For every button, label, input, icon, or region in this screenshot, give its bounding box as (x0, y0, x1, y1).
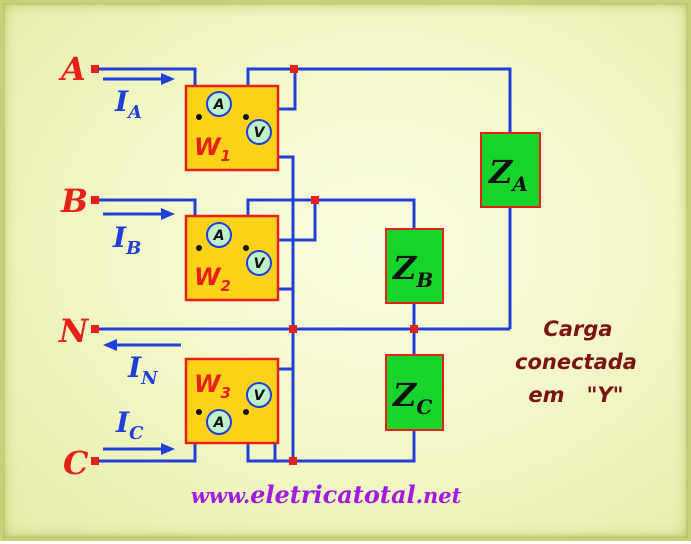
svg-text:V: V (254, 388, 266, 404)
wattmeter-w2: A V W2 (184, 214, 280, 302)
ammeter-icon (206, 222, 232, 248)
caption-line-1: Carga (543, 317, 612, 341)
svg-text:A: A (213, 415, 225, 431)
ic-arrowhead (161, 443, 175, 455)
svg-text:W3: W3 (194, 370, 231, 402)
current-ic-label: IC (115, 406, 144, 444)
neutral-label: N (58, 312, 90, 350)
website-label: www.eletricatotal.net (191, 480, 462, 509)
phase-a-label: A (58, 50, 86, 88)
wires (95, 67, 512, 463)
phase-c-label: C (63, 444, 89, 482)
voltmeter-icon (246, 382, 272, 408)
svg-text:ZC: ZC (391, 376, 432, 419)
voltmeter-icon (246, 250, 272, 276)
current-arrows (103, 73, 181, 455)
svg-text:A: A (213, 97, 225, 113)
impedance-za: ZA (480, 132, 541, 208)
ammeter-icon (206, 91, 232, 117)
wattmeter-w1: A V W1 (184, 84, 280, 172)
impedance-zc: ZC (385, 354, 444, 431)
caption-line-3: em "Y" (528, 383, 623, 407)
in-arrowhead (103, 339, 117, 351)
current-ib-label: IB (112, 221, 141, 259)
caption-line-2: conectada (515, 350, 637, 374)
phase-b-label: B (60, 182, 88, 220)
ib-arrowhead (161, 208, 175, 220)
current-in-label: IN (127, 351, 159, 389)
svg-text:V: V (254, 256, 266, 272)
wattmeter-w3: V A W3 (184, 357, 280, 445)
svg-text:V: V (254, 125, 266, 141)
impedance-zb: ZB (385, 228, 444, 304)
ammeter-icon (206, 409, 232, 435)
svg-text:A: A (213, 228, 225, 244)
svg-text:ZB: ZB (391, 249, 433, 292)
svg-text:W1: W1 (194, 133, 231, 165)
ia-arrowhead (161, 73, 175, 85)
svg-text:W2: W2 (194, 263, 231, 295)
current-ia-label: IA (114, 85, 142, 123)
junction-nodes (91, 65, 418, 465)
circuit-diagram: ZA ZB ZC A V W1 A V W2 V A (58, 50, 637, 509)
voltmeter-icon (246, 119, 272, 145)
svg-text:ZA: ZA (487, 153, 528, 196)
